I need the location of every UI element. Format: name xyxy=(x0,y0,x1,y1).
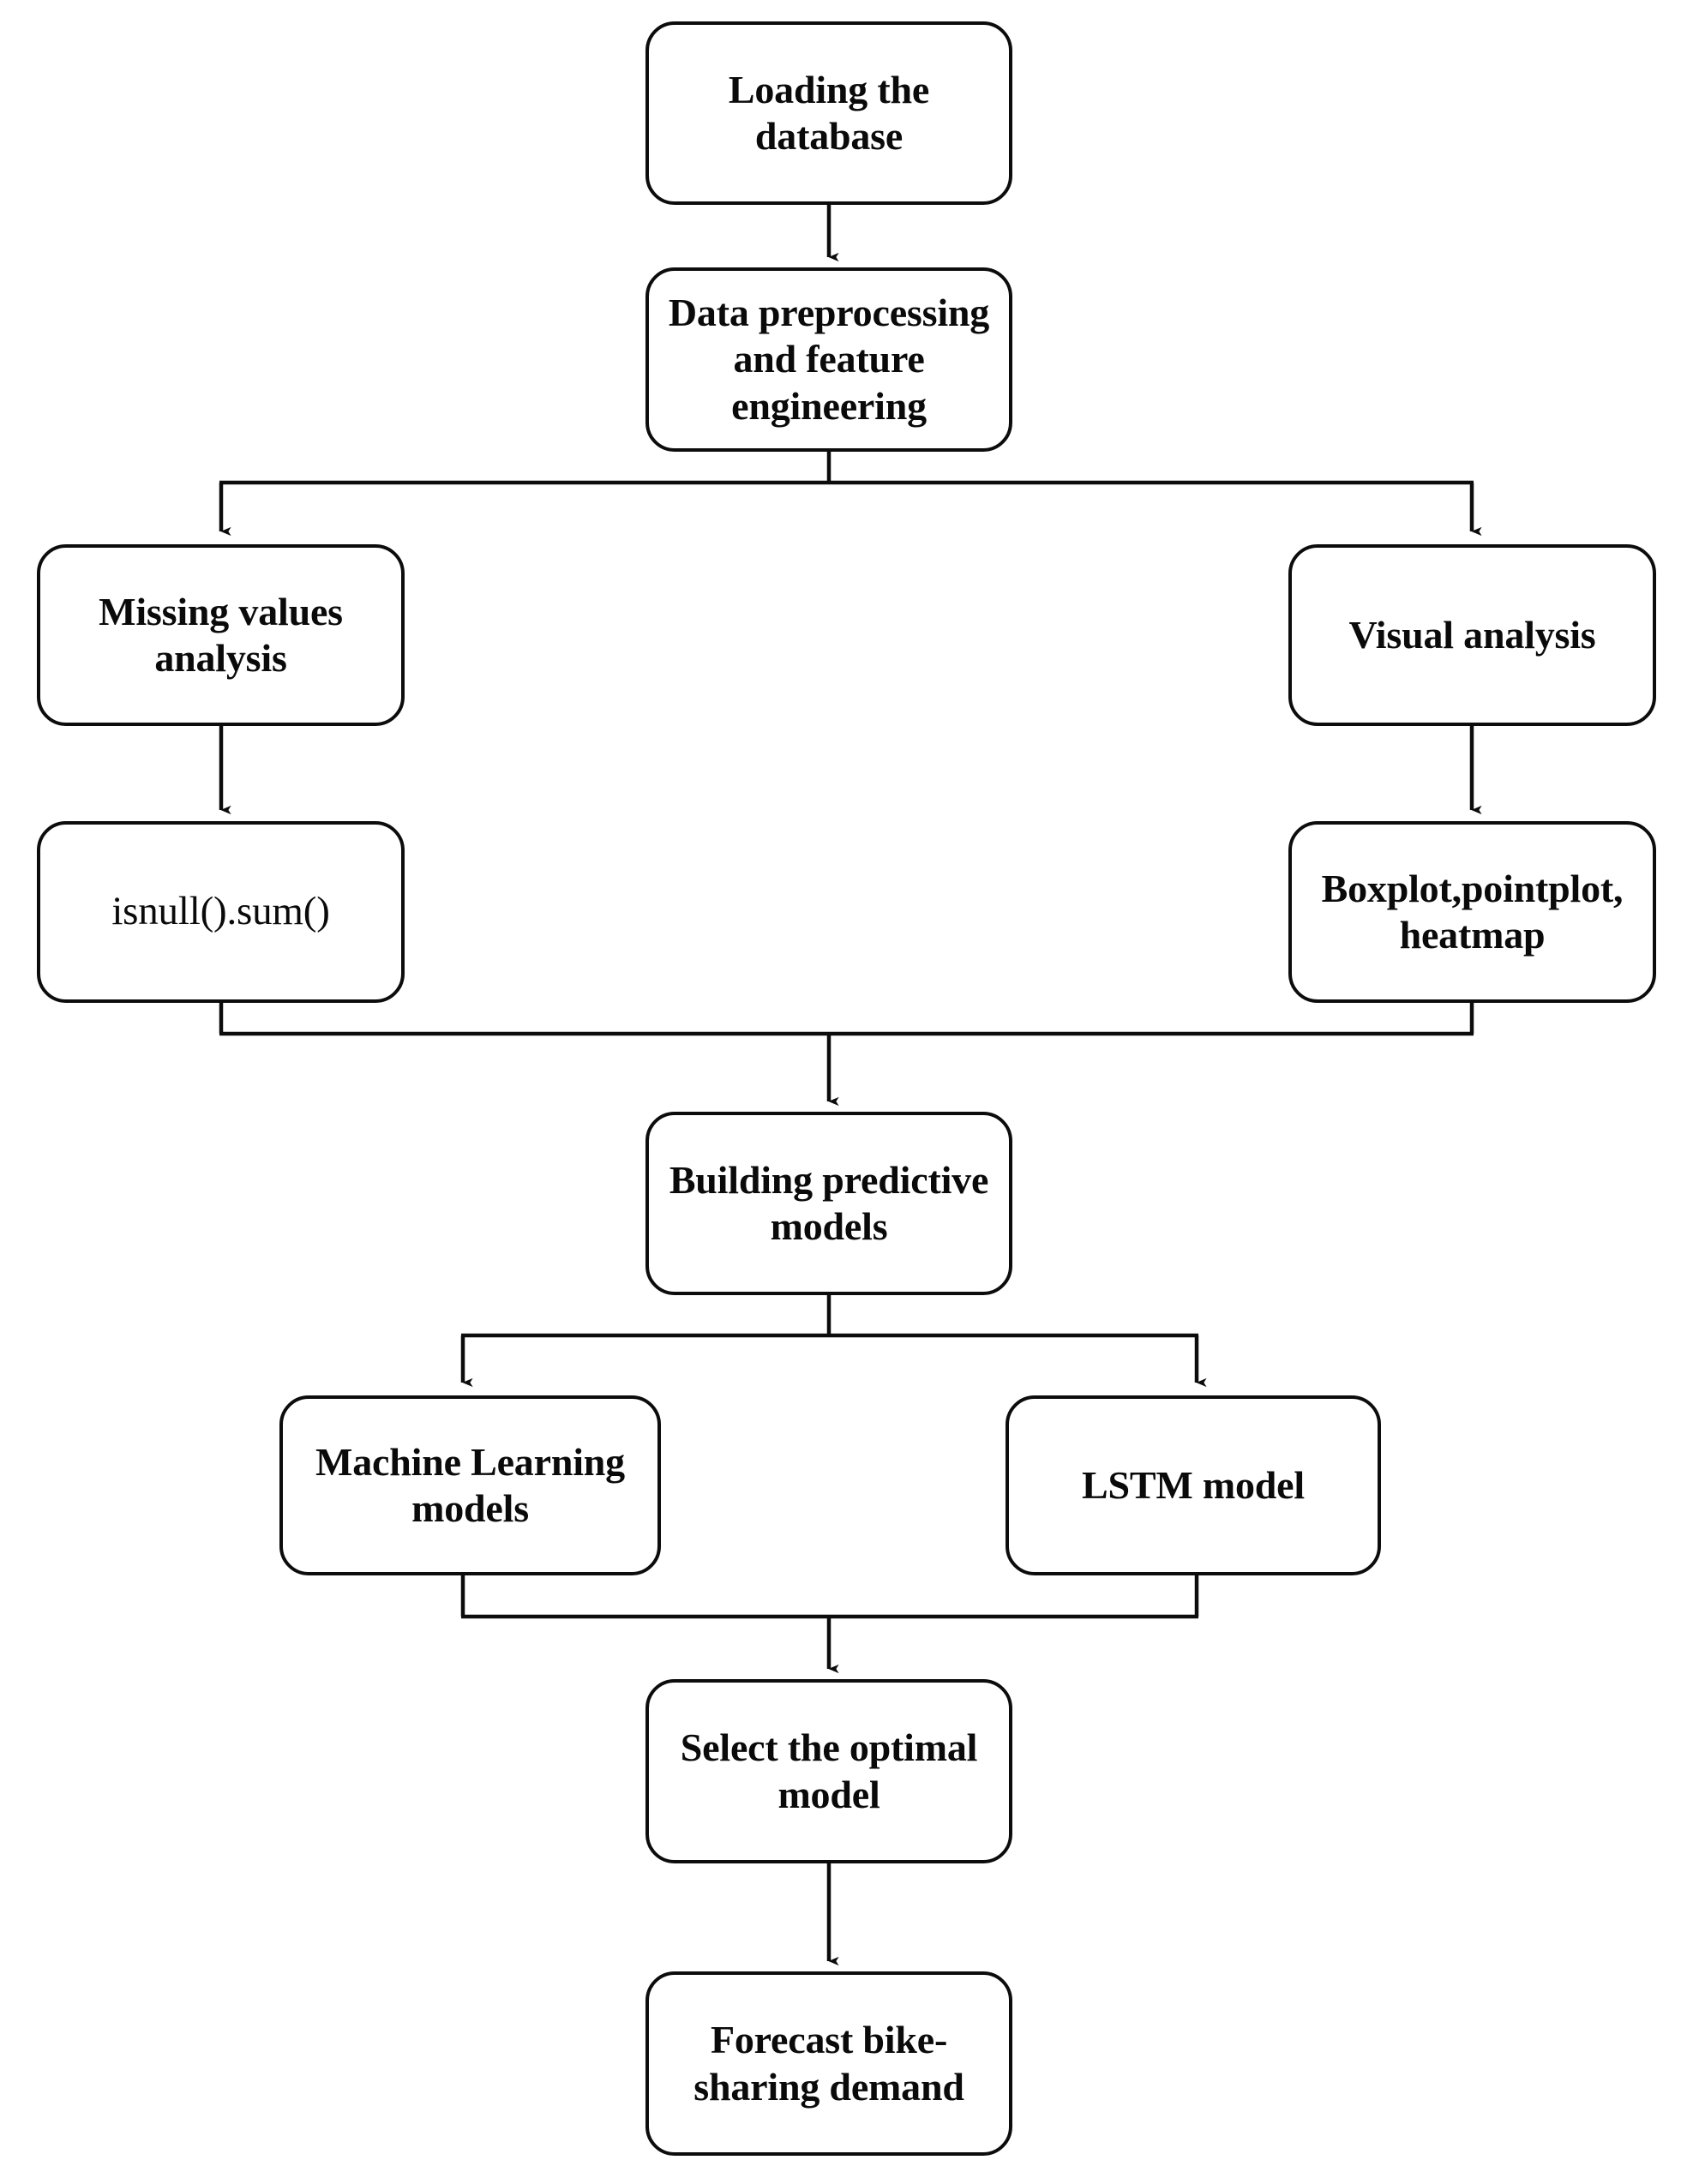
node-forecast-bike-sharing-demand[interactable]: Forecast bike- sharing demand xyxy=(645,1971,1012,2156)
node-machine-learning-models[interactable]: Machine Learning models xyxy=(279,1395,661,1575)
node-label-lstm-model: LSTM model xyxy=(1082,1462,1305,1507)
node-label-machine-learning-models: Machine Learning models xyxy=(315,1439,625,1530)
node-visual-analysis[interactable]: Visual analysis xyxy=(1288,544,1656,726)
node-label-boxplot-pointplot-heatmap: Boxplot,pointplot, heatmap xyxy=(1321,866,1624,957)
node-label-data-preprocessing-and-feature-engineering: Data preprocessing and feature engineeri… xyxy=(668,291,990,428)
node-building-predictive-models[interactable]: Building predictive models xyxy=(645,1112,1012,1295)
node-label-building-predictive-models: Building predictive models xyxy=(669,1157,989,1248)
node-isnull-sum[interactable]: isnull().sum() xyxy=(37,821,405,1003)
node-label-isnull-sum: isnull().sum() xyxy=(111,889,330,934)
node-label-select-the-optimal-model: Select the optimal model xyxy=(680,1725,978,1816)
node-lstm-model[interactable]: LSTM model xyxy=(1006,1395,1381,1575)
node-label-loading-the-database: Loading the database xyxy=(728,67,930,158)
node-missing-values-analysis[interactable]: Missing values analysis xyxy=(37,544,405,726)
node-label-visual-analysis: Visual analysis xyxy=(1348,612,1596,657)
node-label-forecast-bike-sharing-demand: Forecast bike- sharing demand xyxy=(693,2018,964,2109)
node-loading-the-database[interactable]: Loading the database xyxy=(645,21,1012,205)
node-select-the-optimal-model[interactable]: Select the optimal model xyxy=(645,1679,1012,1863)
node-boxplot-pointplot-heatmap[interactable]: Boxplot,pointplot, heatmap xyxy=(1288,821,1656,1003)
node-data-preprocessing-and-feature-engineering[interactable]: Data preprocessing and feature engineeri… xyxy=(645,267,1012,452)
node-label-missing-values-analysis: Missing values analysis xyxy=(99,589,343,680)
